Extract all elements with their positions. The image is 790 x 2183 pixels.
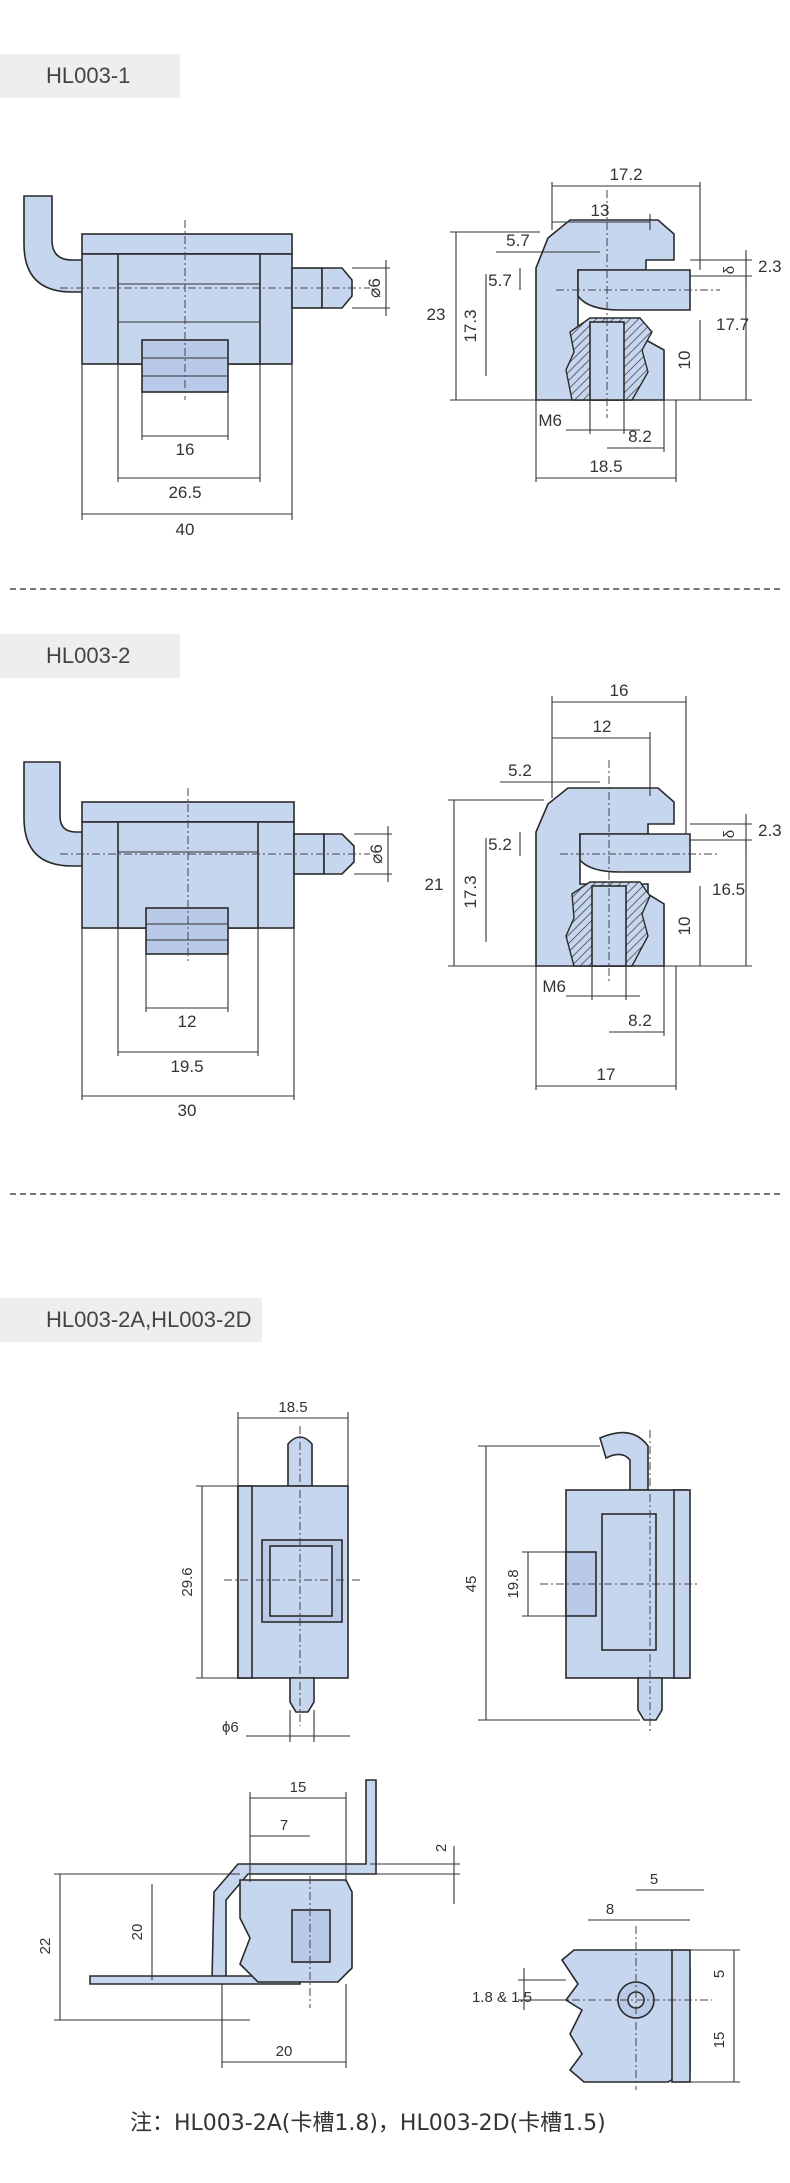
view-side: 45 19.8 — [463, 1430, 700, 1732]
dim-label: δ — [721, 266, 738, 274]
left-strip — [237, 1485, 253, 1679]
dim-label: 19.8 — [505, 1569, 522, 1598]
footnote: 注：HL003-2A(卡槽1.8)，HL003-2D(卡槽1.5) — [130, 2111, 606, 2136]
detail-plate — [671, 1949, 691, 2083]
dim-label: 10 — [675, 351, 694, 370]
dim-label: 17.2 — [609, 165, 642, 184]
dim-label: 17.3 — [461, 875, 480, 908]
dim-label: 8.2 — [628, 1011, 652, 1030]
top-hook — [599, 1431, 649, 1491]
dim-label: 8 — [606, 1901, 614, 1918]
dim-label: 5.7 — [506, 231, 530, 250]
dim-label: ⌀6 — [367, 844, 386, 864]
dim-label: 2 — [433, 1844, 450, 1852]
dim-label: M6 — [542, 977, 566, 996]
dim-label: 12 — [593, 717, 612, 736]
dim-label: 40 — [176, 520, 195, 539]
dim-label: 18.5 — [278, 1399, 307, 1416]
hl003-1-drawing: 16 26.5 40 ⌀6 17.2 13 5.7 23 — [23, 165, 782, 539]
dim-label: 16 — [176, 440, 195, 459]
side-latch — [579, 833, 691, 873]
dim-label: 20 — [129, 1924, 146, 1941]
dim-label: 17.7 — [716, 315, 749, 334]
dim-label: 30 — [178, 1101, 197, 1120]
dim-label: 5.2 — [488, 835, 512, 854]
dim-label: ⌀6 — [365, 278, 384, 298]
dim-label: 17 — [597, 1065, 616, 1084]
dim-label: 45 — [463, 1576, 480, 1593]
dim-label: 2.3 — [758, 257, 782, 276]
front-view: 16 26.5 40 ⌀6 — [23, 195, 390, 539]
section-title-hl003-1: HL003-1 — [0, 54, 180, 98]
section-separator — [10, 588, 780, 590]
dim-label: 5 — [711, 1970, 728, 1978]
side-latch — [577, 269, 691, 311]
hl003-2a-2d-drawing: 18.5 29.6 ϕ6 45 19.8 1 — [37, 1399, 740, 2090]
dim-label: 2.3 — [758, 821, 782, 840]
section-title-hl003-2: HL003-2 — [0, 634, 180, 678]
front-view: 12 19.5 30 ⌀6 — [23, 761, 392, 1120]
dim-label: 13 — [591, 201, 610, 220]
bottom-pin — [289, 1677, 315, 1713]
hl003-2-drawing: 12 19.5 30 ⌀6 16 12 5.2 21 17.3 — [23, 681, 782, 1120]
lower-tab — [145, 907, 229, 955]
dim-label: M6 — [538, 411, 562, 430]
dim-label: 21 — [425, 875, 444, 894]
section-title-hl003-2a-2d: HL003-2A,HL003-2D — [0, 1298, 262, 1342]
dim-label: 26.5 — [168, 483, 201, 502]
dim-label: 15 — [290, 1779, 307, 1796]
dim-label: 5 — [650, 1871, 658, 1888]
dim-label: 5.7 — [488, 271, 512, 290]
dim-label: 10 — [675, 917, 694, 936]
section-separator — [10, 1193, 780, 1195]
dim-label: ϕ6 — [222, 1719, 239, 1736]
side-view: 17.2 13 5.7 23 17.3 5.7 δ 2.3 17.7 10 M6… — [427, 165, 782, 482]
dim-label: 22 — [37, 1938, 54, 1955]
dim-label: 5.2 — [508, 761, 532, 780]
dim-label: 19.5 — [170, 1057, 203, 1076]
dim-label: 16.5 — [712, 880, 745, 899]
detail-body — [560, 1949, 691, 2083]
view-front: 18.5 29.6 ϕ6 — [179, 1399, 360, 1742]
door-panel — [89, 1975, 301, 1985]
side-view: 16 12 5.2 21 17.3 5.2 δ 2.3 16.5 10 M6 8… — [425, 681, 782, 1090]
dim-label: 29.6 — [179, 1567, 196, 1596]
dim-label: 18.5 — [589, 457, 622, 476]
dim-label: 20 — [276, 2043, 293, 2060]
slot-inner — [269, 1545, 333, 1617]
dim-label: 23 — [427, 305, 446, 324]
dim-label: 1.8 & 1.5 — [472, 1989, 532, 2006]
dim-label: δ — [721, 830, 738, 838]
dim-label: 7 — [280, 1817, 288, 1834]
view-installed: 15 7 2 22 20 20 — [37, 1779, 460, 2068]
view-detail: 5 8 5 15 1.8 & 1.5 — [472, 1871, 740, 2090]
dim-label: 12 — [178, 1012, 197, 1031]
hinge-pin — [291, 1909, 331, 1963]
dim-label: 8.2 — [628, 427, 652, 446]
dim-label: 17.3 — [461, 309, 480, 342]
body-top-plate — [81, 233, 293, 255]
dim-label: 16 — [610, 681, 629, 700]
inner-col — [601, 1513, 657, 1651]
dim-label: 15 — [711, 2032, 728, 2049]
